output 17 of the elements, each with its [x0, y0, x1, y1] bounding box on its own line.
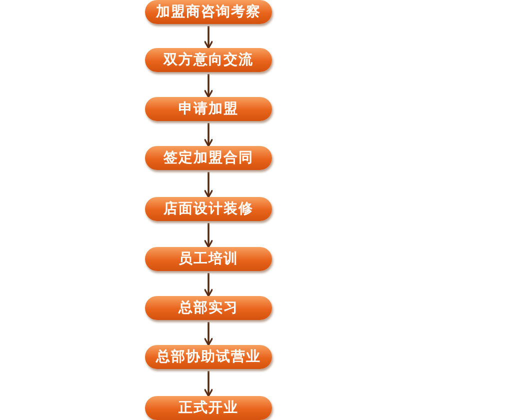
arrow	[204, 371, 214, 397]
process-box: 双方意向交流	[145, 48, 272, 72]
process-box: 员工培训	[145, 247, 272, 271]
arrow	[204, 223, 214, 248]
process-box: 店面设计装修	[145, 197, 272, 221]
process-box: 正式开业	[145, 396, 272, 420]
process-box: 总部实习	[145, 296, 272, 320]
arrow	[204, 273, 214, 297]
arrow	[204, 74, 214, 98]
arrow	[204, 123, 214, 147]
arrow	[204, 172, 214, 198]
arrow	[204, 26, 214, 49]
process-box: 总部协助试营业	[145, 345, 272, 369]
process-box: 签定加盟合同	[145, 146, 272, 170]
arrow	[204, 322, 214, 346]
process-box: 加盟商咨询考察	[145, 0, 272, 24]
process-box: 申请加盟	[145, 97, 272, 121]
